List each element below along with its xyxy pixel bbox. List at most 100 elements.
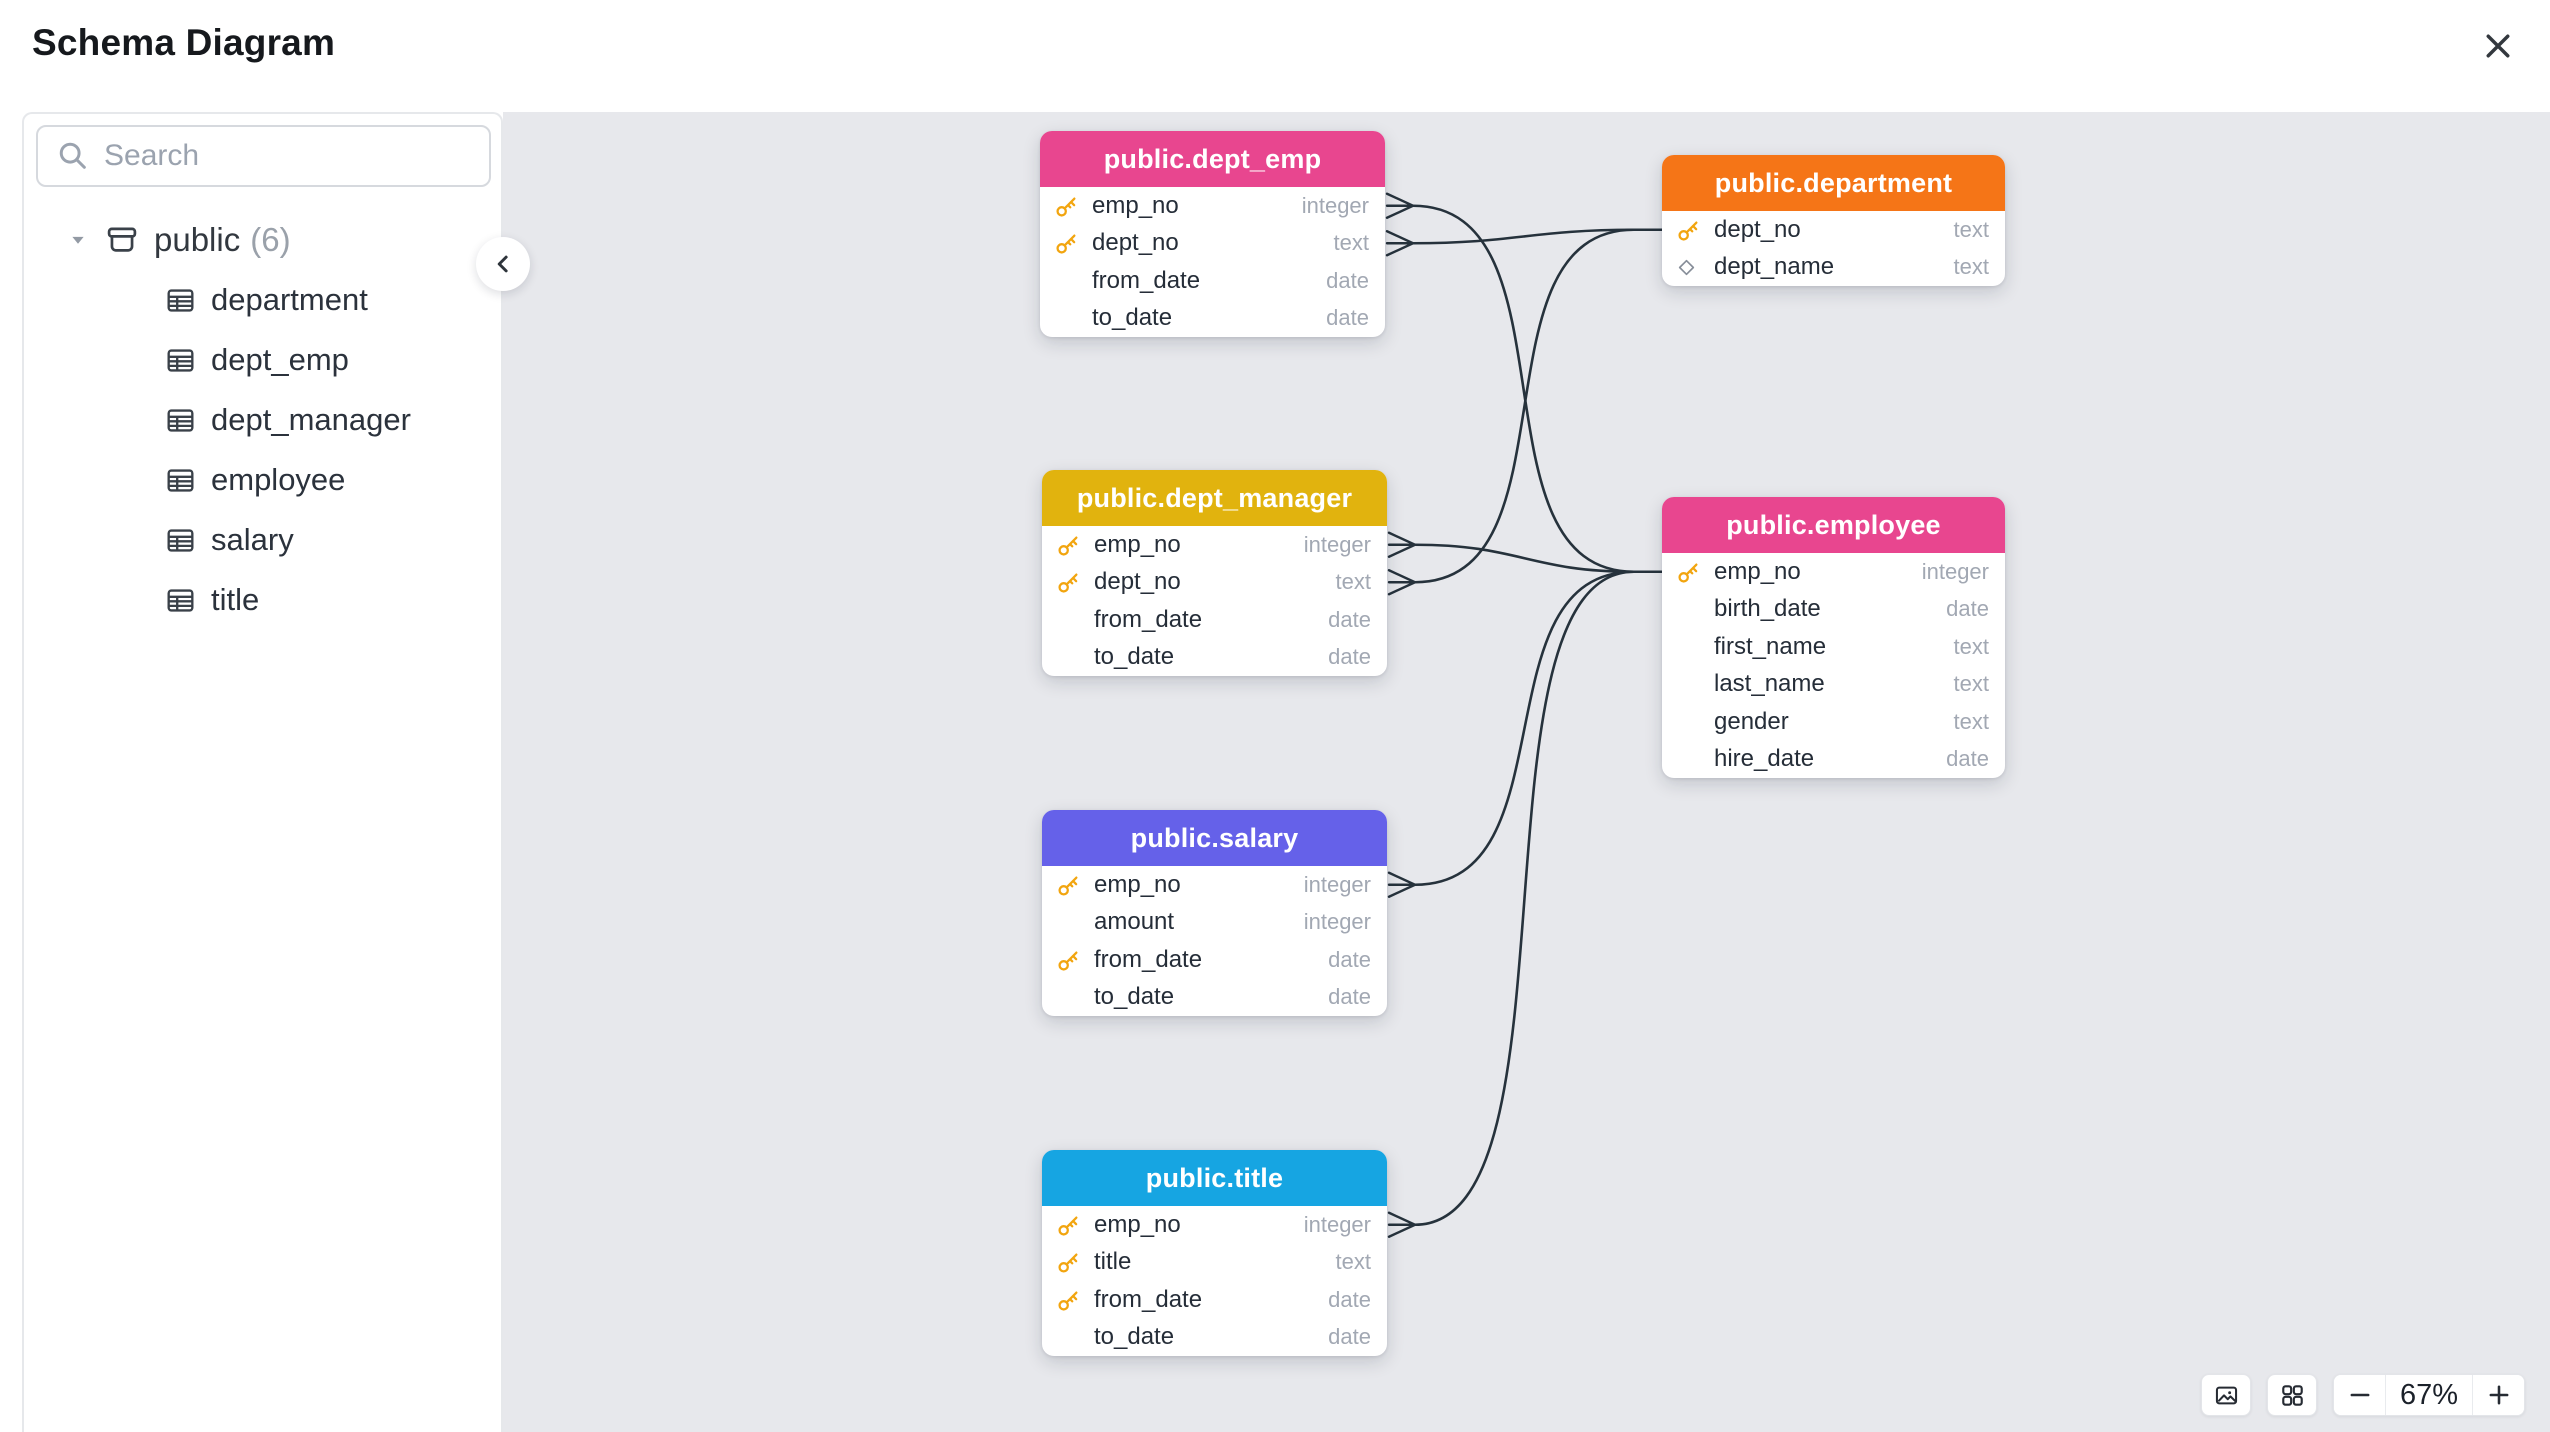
column-employee-first_name: first_name text	[1662, 628, 2005, 666]
table-icon	[167, 468, 194, 492]
column-name: amount	[1094, 908, 1175, 936]
diagram-canvas[interactable]	[503, 112, 2550, 1432]
sidebar-item-dept_emp[interactable]: dept_emp	[24, 330, 501, 390]
sidebar-item-dept_manager[interactable]: dept_manager	[24, 390, 501, 450]
column-title-title: title text	[1042, 1244, 1387, 1282]
table-icon	[167, 288, 194, 312]
search-icon	[59, 142, 86, 169]
key-icon-slot	[1056, 947, 1094, 973]
auto-layout-button[interactable]	[2267, 1374, 2317, 1416]
schema-node-title[interactable]: public.title emp_no integer title text f…	[1042, 1150, 1387, 1356]
close-button[interactable]	[2470, 18, 2526, 74]
column-dept_emp-emp_no: emp_no integer	[1040, 187, 1385, 225]
icon-slot	[1676, 746, 1714, 772]
sidebar-collapse-button[interactable]	[476, 237, 530, 291]
primary-key-icon	[1058, 951, 1078, 971]
image-icon	[2215, 1386, 2237, 1404]
column-dept_manager-from_date: from_date date	[1042, 601, 1387, 639]
icon-slot	[1056, 1324, 1094, 1350]
column-name: from_date	[1092, 266, 1201, 294]
node-title: public.dept_manager	[1042, 470, 1387, 526]
column-name: emp_no	[1714, 557, 1801, 585]
column-type: date	[1328, 644, 1371, 670]
table-icon	[167, 588, 194, 612]
column-name: dept_name	[1714, 253, 1835, 281]
key-icon-slot	[1056, 1212, 1094, 1238]
key-icon-slot	[1054, 230, 1092, 256]
column-dept_emp-dept_no: dept_no text	[1040, 225, 1385, 263]
schema-node-employee[interactable]: public.employee emp_no integer birth_dat…	[1662, 497, 2005, 778]
column-name: birth_date	[1714, 595, 1821, 623]
column-salary-from_date: from_date date	[1042, 941, 1387, 979]
primary-key-icon	[1058, 1253, 1078, 1273]
sidebar-item-employee[interactable]: employee	[24, 450, 501, 510]
node-columns: emp_no integer dept_no text from_date da…	[1042, 526, 1387, 676]
schema-node-salary[interactable]: public.salary emp_no integer amount inte…	[1042, 810, 1387, 1016]
node-columns: emp_no integer amount integer from_date …	[1042, 866, 1387, 1016]
column-dept_emp-to_date: to_date date	[1040, 300, 1385, 338]
column-type: text	[1333, 230, 1369, 256]
schema-node-department[interactable]: public.department dept_no text dept_name…	[1662, 155, 2005, 286]
node-columns: dept_no text dept_name text	[1662, 211, 2005, 286]
column-type: date	[1946, 746, 1989, 772]
icon-slot	[1056, 644, 1094, 670]
zoom-level: 67%	[2386, 1375, 2472, 1415]
column-type: text	[1335, 569, 1371, 595]
icon-slot	[1676, 709, 1714, 735]
icon-slot	[1056, 607, 1094, 633]
table-icon	[167, 528, 194, 552]
column-type: integer	[1301, 192, 1369, 218]
column-type: date	[1328, 984, 1371, 1010]
column-employee-last_name: last_name text	[1662, 666, 2005, 704]
close-icon	[2486, 34, 2510, 58]
column-name: to_date	[1094, 643, 1175, 671]
column-name: to_date	[1094, 1323, 1175, 1351]
column-type: integer	[1303, 909, 1371, 935]
zoom-out-button[interactable]	[2334, 1375, 2386, 1415]
column-type: text	[1953, 671, 1989, 697]
column-type: date	[1328, 1324, 1371, 1350]
column-title-emp_no: emp_no integer	[1042, 1206, 1387, 1244]
table-icon	[164, 524, 197, 557]
key-icon-slot	[1056, 1287, 1094, 1313]
zoom-in-button[interactable]	[2472, 1375, 2524, 1415]
schema-box-icon	[107, 227, 137, 252]
key-icon-slot	[1056, 532, 1094, 558]
column-type: date	[1946, 596, 1989, 622]
column-name: dept_no	[1092, 229, 1179, 257]
column-type: date	[1326, 267, 1369, 293]
schema-node-dept_emp[interactable]: public.dept_emp emp_no integer dept_no t…	[1040, 131, 1385, 337]
column-employee-hire_date: hire_date date	[1662, 741, 2005, 779]
node-title: public.title	[1042, 1150, 1387, 1206]
column-employee-emp_no: emp_no integer	[1662, 553, 2005, 591]
sidebar-item-title[interactable]: title	[24, 570, 501, 630]
key-icon-slot	[1056, 872, 1094, 898]
export-image-button[interactable]	[2201, 1374, 2251, 1416]
sidebar-item-department[interactable]: department	[24, 270, 501, 330]
column-name: to_date	[1094, 983, 1175, 1011]
primary-key-icon	[1058, 573, 1078, 593]
node-title: public.salary	[1042, 810, 1387, 866]
key-icon-slot	[1054, 193, 1092, 219]
column-department-dept_name: dept_name text	[1662, 249, 2005, 287]
column-type: text	[1953, 633, 1989, 659]
header: Schema Diagram	[0, 0, 2550, 112]
sidebar-item-salary[interactable]: salary	[24, 510, 501, 570]
icon-slot	[1054, 268, 1092, 294]
column-name: from_date	[1094, 1285, 1203, 1313]
key-icon-slot	[1056, 569, 1094, 595]
column-salary-to_date: to_date date	[1042, 979, 1387, 1017]
column-name: emp_no	[1094, 530, 1181, 558]
tree-schema-public[interactable]: public (6)	[24, 210, 501, 270]
column-type: text	[1953, 708, 1989, 734]
page-title: Schema Diagram	[32, 22, 336, 63]
column-dept_manager-dept_no: dept_no text	[1042, 564, 1387, 602]
schema-node-dept_manager[interactable]: public.dept_manager emp_no integer dept_…	[1042, 470, 1387, 676]
primary-key-icon	[1058, 1291, 1078, 1311]
primary-key-icon	[1058, 1216, 1078, 1236]
search-input[interactable]	[104, 139, 490, 173]
schema-tree: public (6) department dept_emp dept_mana…	[24, 210, 501, 630]
node-title: public.employee	[1662, 497, 2005, 553]
column-type: text	[1335, 1249, 1371, 1275]
column-name: emp_no	[1094, 870, 1181, 898]
